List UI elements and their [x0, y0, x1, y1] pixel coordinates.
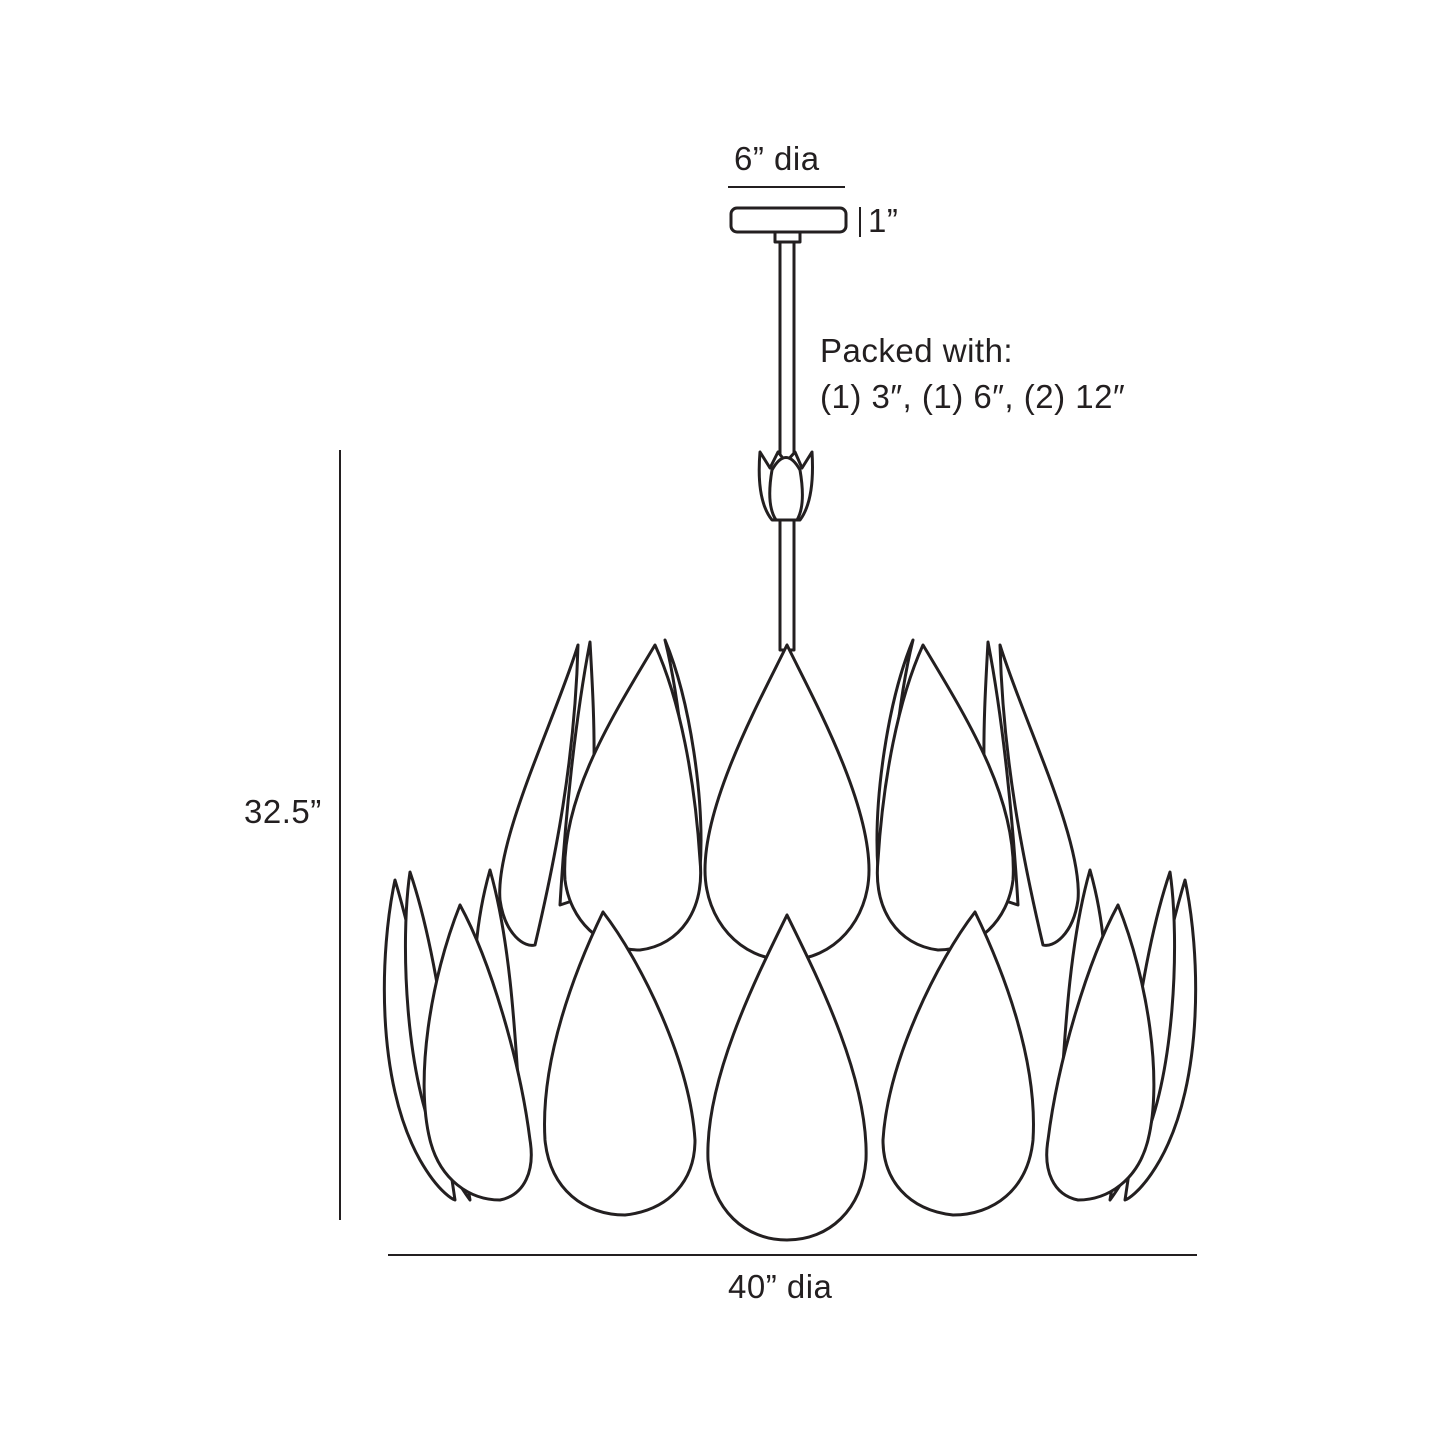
upper-tier-leaves [498, 638, 1080, 962]
overall-diameter-label: 40” dia [728, 1268, 833, 1305]
upper-rod [778, 240, 796, 462]
lower-tier-front-leaves [422, 903, 1156, 1242]
overall-height-label: 32.5” [244, 793, 322, 830]
packed-with-heading: Packed with: [820, 332, 1014, 369]
packed-with-rods: (1) 3″, (1) 6″, (2) 12″ [820, 378, 1126, 415]
canopy [729, 206, 848, 234]
bud-ornament [757, 450, 814, 522]
canopy-diameter-label: 6” dia [734, 140, 820, 177]
lower-rod [778, 518, 796, 652]
canopy-height-label: 1” [868, 202, 899, 239]
